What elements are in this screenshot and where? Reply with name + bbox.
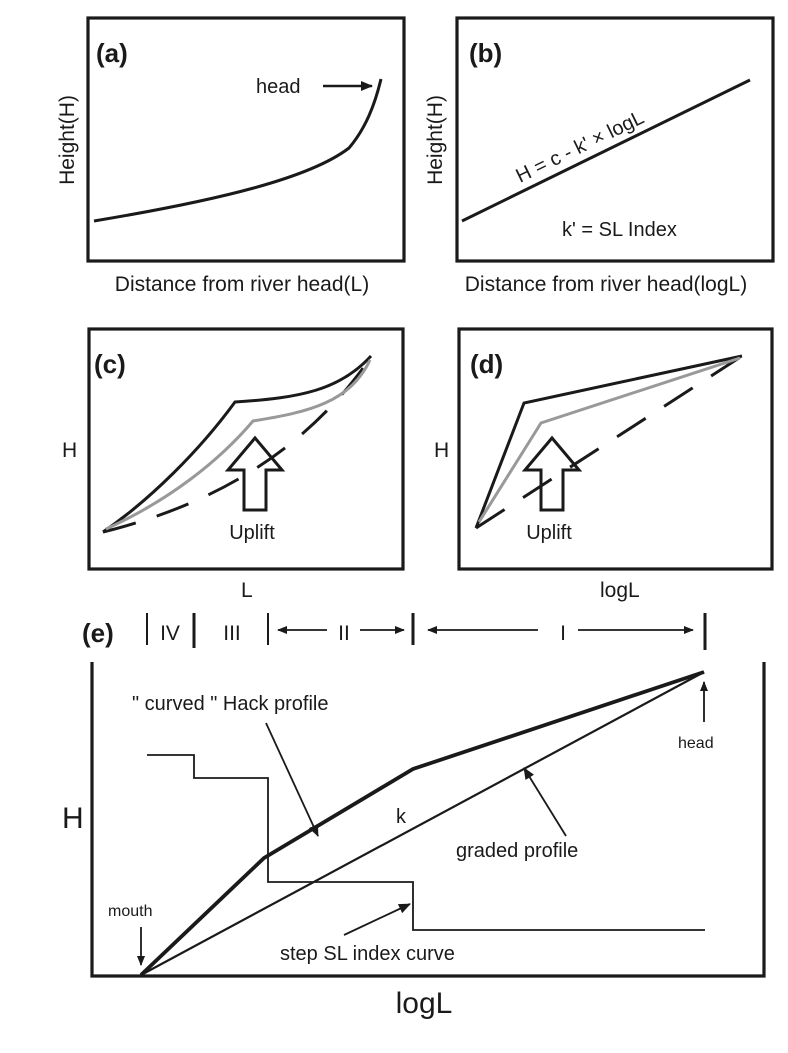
hack-profile-pointer (265, 722, 319, 837)
panel-b-frame (455, 16, 775, 263)
panel-d-x-label: logL (600, 579, 640, 602)
zone-label-iii: III (223, 622, 241, 645)
panel-d-uplift-arrow (521, 435, 583, 512)
panel-c-uplift-arrow (224, 435, 286, 512)
panel-d-uplifted-profile (474, 354, 743, 529)
panel-c-y-label: H (62, 439, 77, 462)
panel-a-frame (86, 16, 406, 263)
head-label: head (678, 735, 714, 752)
k-label: k (396, 806, 407, 828)
step-sl-pointer (343, 903, 411, 936)
panel-a: (a) Height(H) Distance from river head(L… (56, 16, 406, 296)
panel-a-tag: (a) (96, 38, 128, 68)
panel-a-y-label: Height(H) (56, 95, 79, 185)
step-sl-index-curve (147, 754, 705, 931)
zone-label-ii: II (338, 622, 350, 645)
panel-b-equation: H = c - k' × logL (513, 107, 648, 188)
panel-d-tag: (d) (470, 349, 503, 379)
step-sl-label: step SL index curve (280, 943, 455, 965)
panel-d-y-label: H (434, 439, 449, 462)
panel-b-index-note: k' = SL Index (562, 219, 677, 241)
panel-e-x-label: logL (396, 987, 453, 1020)
panel-a-x-label: Distance from river head(L) (115, 273, 369, 296)
zone-label-i: I (560, 622, 566, 645)
panel-d: (d) H logL Uplift (434, 327, 774, 602)
panel-c-x-label: L (241, 579, 253, 602)
panel-c-frame (87, 327, 405, 571)
zone-label-iv: IV (160, 622, 180, 645)
panel-c-adjusting-profile (105, 359, 372, 531)
panel-e: (e) IV III II I H logL " curved " (62, 613, 766, 1020)
panel-c: (c) H L Uplift (62, 327, 405, 602)
panel-e-axes (90, 662, 766, 978)
panel-a-head-label: head (256, 76, 301, 98)
panel-b-linear-profile (461, 78, 751, 223)
panel-d-adjusting-profile (477, 356, 741, 523)
panel-c-uplifted-profile (102, 354, 373, 534)
graded-profile-pointer (523, 767, 567, 837)
panel-c-tag: (c) (94, 349, 126, 379)
panel-d-frame (457, 327, 774, 571)
panel-b-x-label: Distance from river head(logL) (465, 273, 747, 296)
panel-e-tag: (e) (82, 618, 114, 648)
panel-d-initial-profile (475, 354, 743, 530)
graded-profile-line (140, 671, 705, 976)
hack-profile-line (139, 670, 705, 977)
panel-b-tag: (b) (469, 38, 502, 68)
mouth-label: mouth (108, 903, 152, 920)
panel-b-y-label: Height(H) (424, 95, 447, 185)
graded-profile-label: graded profile (456, 840, 578, 862)
panel-d-uplift-label: Uplift (526, 522, 572, 544)
panel-b: (b) Height(H) Distance from river head(l… (424, 16, 775, 296)
panel-a-concave-profile (93, 78, 383, 223)
zone-scale: IV III II I (146, 613, 707, 650)
panel-c-uplift-label: Uplift (229, 522, 275, 544)
hack-profile-label: " curved " Hack profile (132, 693, 329, 715)
panel-e-y-label: H (62, 802, 84, 835)
